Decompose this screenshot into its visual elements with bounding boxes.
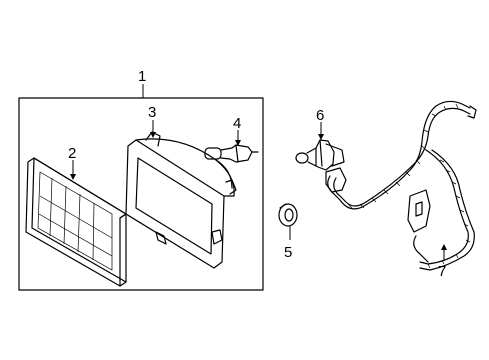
callout-4-arrow (235, 140, 241, 146)
callout-3-arrow (150, 132, 156, 138)
callout-5[interactable]: 5 (284, 244, 292, 261)
bulb-icon[interactable] (204, 144, 259, 163)
callout-6-arrow (318, 134, 324, 140)
callout-4[interactable]: 4 (233, 115, 241, 132)
callout-7-arrow (441, 244, 447, 250)
halogen-bulb-icon[interactable] (295, 139, 345, 171)
wiring-harness-icon[interactable] (325, 100, 477, 271)
callout-2[interactable]: 2 (68, 145, 76, 162)
headlamp-lens-icon[interactable] (25, 157, 127, 287)
callout-2-arrow (70, 174, 76, 180)
callout-6[interactable]: 6 (316, 107, 324, 124)
headlamp-housing-icon[interactable] (125, 131, 237, 269)
assembly-box (18, 84, 264, 291)
assembly-outline (18, 97, 264, 291)
callout-1[interactable]: 1 (138, 68, 146, 85)
callout-7[interactable]: 7 (438, 263, 446, 280)
retaining-ring-icon[interactable] (278, 203, 298, 227)
callout-3[interactable]: 3 (148, 104, 156, 121)
